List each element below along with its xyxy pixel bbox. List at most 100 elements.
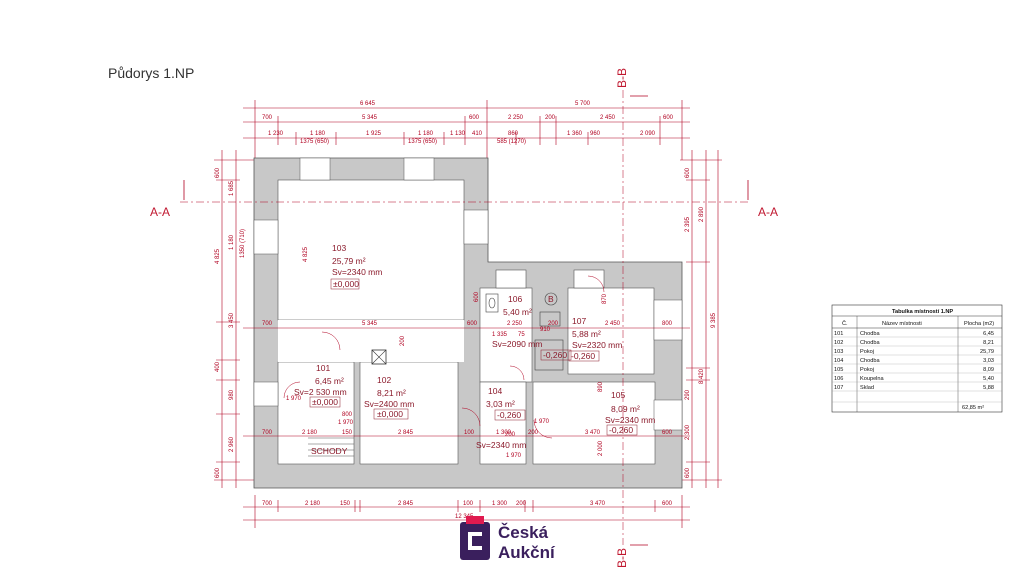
table-cell: 3,03 — [983, 358, 994, 364]
section-label-bb-top: B-B — [615, 68, 629, 88]
stairs — [308, 437, 354, 457]
table-cell: 104 — [834, 358, 843, 364]
dim-label: 600 — [474, 291, 480, 302]
dim-label: 585 (1270) — [497, 139, 526, 145]
dim-label: 1 925 — [366, 131, 382, 137]
dim-label: 3 450 — [229, 312, 235, 328]
room-level: -0,260 — [609, 425, 633, 435]
entry-niche — [573, 269, 605, 289]
room-level: ±0,000 — [333, 279, 359, 289]
room-label-103: 103 25,79 m² Sv=2340 mm ±0,000 — [330, 243, 382, 290]
dim-label: 2 890 — [699, 206, 705, 222]
dim-label: 5 345 — [362, 115, 378, 121]
dim-label: 200 — [545, 115, 556, 121]
dim-label: 150 — [340, 501, 351, 507]
room-level: -0,260 — [571, 351, 595, 361]
dim-label: 1 360 — [567, 131, 583, 137]
window — [253, 381, 279, 407]
dim-label: 3 470 — [590, 501, 606, 507]
walls — [253, 157, 683, 489]
dim-label: 2 250 — [507, 321, 523, 327]
table-title: Tabulka místností 1.NP — [892, 309, 953, 315]
room-104-floor — [479, 381, 527, 465]
drawing-title: Půdorys 1.NP — [108, 65, 194, 81]
dim-label: 1 335 — [492, 332, 508, 338]
dim-label: 2 090 — [640, 131, 656, 137]
dim-label: 600 — [215, 167, 221, 178]
dim-label: 2 450 — [600, 115, 616, 121]
section-label-aa-left: A-A — [150, 205, 170, 219]
interior-dimension-labels: 700 5 345 600 2 250 200 2 450 800 700 2 … — [262, 321, 673, 436]
stairs-label: SCHODY — [311, 446, 348, 456]
section-arrows — [183, 95, 749, 546]
dim-label: 9 385 — [711, 312, 717, 328]
room-sv: Sv=2340 mm — [605, 415, 655, 425]
window — [403, 157, 435, 181]
table-header: Č. — [842, 320, 848, 327]
room-area: 3,03 m² — [486, 399, 515, 409]
dim-label: 800 — [342, 412, 353, 418]
dim-label: 700 — [262, 430, 273, 436]
dim-label: 4 825 — [303, 246, 309, 262]
room-label-105: 105 8,09 m² Sv=2340 mm -0,260 — [605, 390, 655, 436]
logo-text-line2: Aukční — [498, 543, 556, 562]
room-101-floor — [277, 361, 355, 465]
room-label-102: 102 8,21 m² Sv=2400 mm ±0,000 — [364, 375, 414, 420]
doors — [283, 275, 605, 439]
table-cell: 107 — [834, 385, 843, 391]
dim-label: 890 — [598, 381, 604, 392]
table-cell: 8,21 — [983, 340, 994, 346]
window — [299, 157, 331, 181]
boiler-label: B — [548, 294, 554, 304]
room-number: 105 — [611, 390, 625, 400]
dim-label: 2 250 — [508, 115, 524, 121]
room-number: 104 — [488, 386, 502, 396]
room-area: 8,09 m² — [611, 404, 640, 414]
dim-label: 200 — [548, 321, 559, 327]
room-area: 5,88 m² — [572, 329, 601, 339]
room-sv: Sv=2320 mm — [572, 340, 622, 350]
dim-label: 1 130 — [450, 131, 466, 137]
dim-label: 8 420 — [699, 368, 705, 384]
dim-label: 100 — [464, 430, 475, 436]
dim-label: 600 — [662, 430, 673, 436]
dim-label: 980 — [229, 389, 235, 400]
table-header: Plocha (m2) — [964, 321, 994, 327]
room-number: 106 — [508, 294, 522, 304]
dim-label: 1 300 — [496, 430, 512, 436]
dim-label: 2 450 — [605, 321, 621, 327]
room-number: 102 — [377, 375, 391, 385]
left-dimensions — [214, 150, 258, 488]
table-cell: 25,79 — [980, 349, 994, 355]
dim-label: 910 — [540, 327, 551, 333]
dim-label: 2 180 — [302, 430, 318, 436]
table-cell: Pokoj — [860, 349, 874, 355]
dim-label: 290 — [685, 389, 691, 400]
room-number: 101 — [316, 363, 330, 373]
dim-label: 600 — [215, 467, 221, 478]
table-cell: Sklad — [860, 385, 874, 391]
dim-label: 1 180 — [310, 131, 326, 137]
room-level: ±0,000 — [312, 397, 338, 407]
dim-label: 410 — [472, 131, 483, 137]
dim-label: 6 645 — [360, 101, 376, 107]
table-cell: Chodba — [860, 358, 880, 364]
dim-label: 1 180 — [229, 234, 235, 250]
dim-label: 1 180 — [418, 131, 434, 137]
dim-label: 1 685 — [229, 180, 235, 196]
top-dimensions — [243, 100, 690, 160]
section-lines — [180, 90, 750, 545]
dim-label: 12 345 — [455, 514, 474, 520]
dim-label: 960 — [590, 131, 601, 137]
dim-label: 700 — [262, 115, 273, 121]
logo: Česká Aukční — [460, 516, 556, 562]
room-area: 5,40 m² — [503, 307, 532, 317]
dim-label: 600 — [685, 467, 691, 478]
table-total: 62,85 m² — [962, 405, 984, 411]
dim-label: 200 — [400, 335, 406, 346]
room-sv: Sv=2 530 mm — [294, 387, 347, 397]
dim-label: 4 825 — [215, 248, 221, 264]
table-cell: Pokoj — [860, 367, 874, 373]
